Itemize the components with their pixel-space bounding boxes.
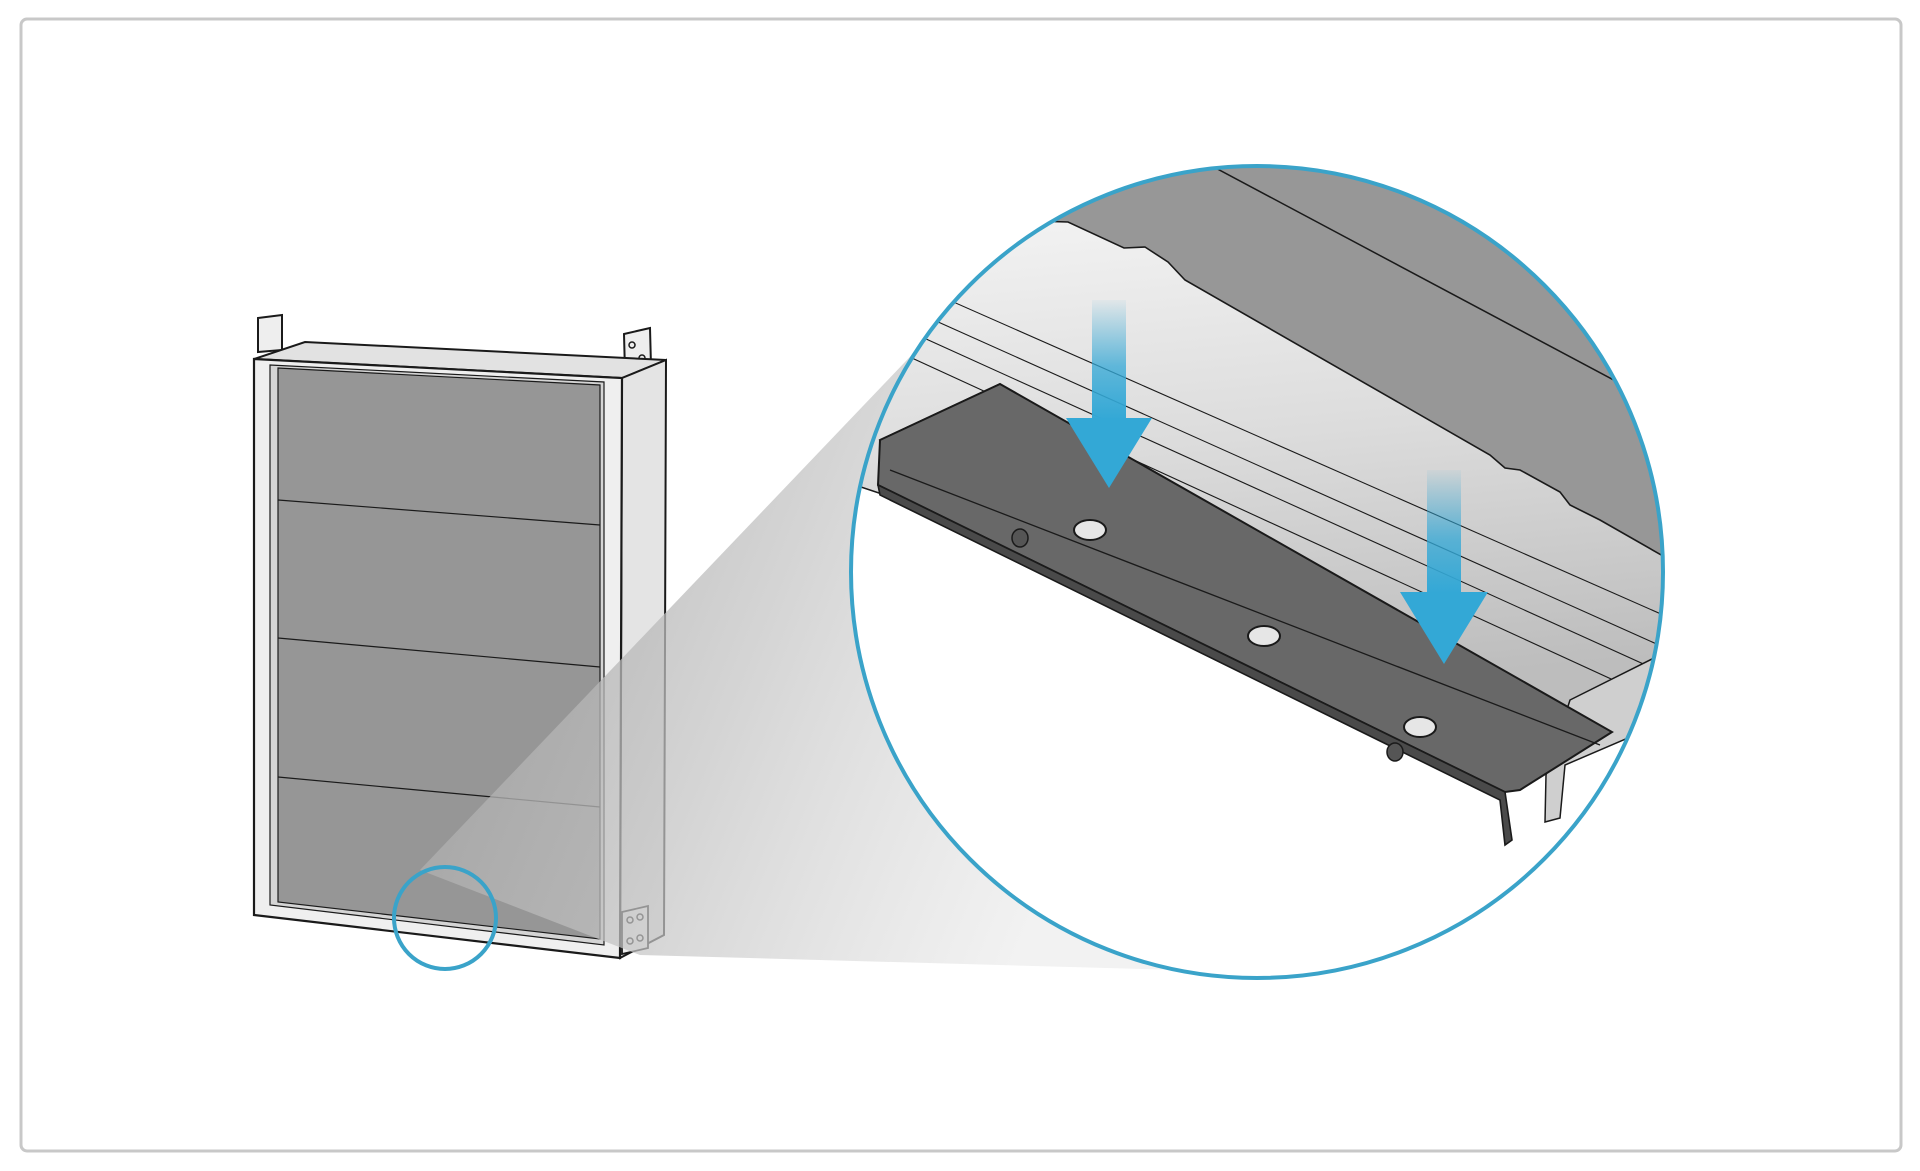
arrow-down-icon [1066, 300, 1152, 488]
screw-hole [1247, 625, 1281, 647]
zoom-detail-ring [849, 164, 1665, 980]
bracket-fold-line [889, 469, 1601, 746]
rail-line [851, 324, 1663, 707]
screw-hole [1403, 716, 1437, 738]
screw-hole [1073, 519, 1107, 541]
panel-seam [277, 499, 601, 526]
bracket-lower-edge [876, 483, 1513, 847]
rail-line [851, 299, 1663, 677]
rivet [1011, 528, 1029, 548]
rail-line [851, 277, 1663, 651]
rivet [1386, 742, 1404, 762]
panel-seam [277, 637, 601, 668]
circle-marker-icon [392, 865, 498, 971]
rail-line [851, 251, 1663, 619]
top-left-mounting-tab [257, 313, 283, 354]
tab-hole [628, 341, 636, 349]
arrow-down-icon [1400, 470, 1488, 664]
zoom-detail [851, 166, 1663, 978]
detail-panel-seam [1209, 166, 1663, 411]
